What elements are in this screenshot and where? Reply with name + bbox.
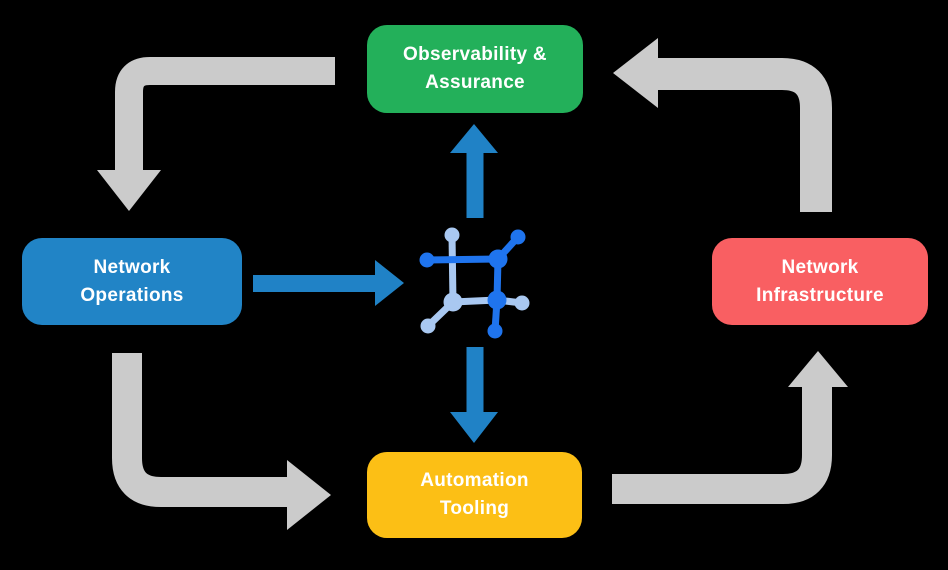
arrow-head bbox=[450, 124, 498, 153]
arrow-shaft bbox=[115, 57, 335, 172]
arrow-center-to-automation bbox=[450, 347, 498, 443]
node-label-line: Automation bbox=[420, 470, 529, 492]
node-label-line: Observability & bbox=[403, 44, 547, 66]
arrow-center-to-observability bbox=[450, 124, 498, 218]
arrow-head bbox=[375, 260, 404, 306]
icon-node bbox=[488, 249, 508, 269]
arrow-operations-to-automation bbox=[112, 353, 331, 530]
icon-node bbox=[420, 318, 436, 334]
arrow-shaft bbox=[657, 58, 832, 212]
arrow-observability-to-operations bbox=[97, 57, 335, 211]
arrow-shaft bbox=[112, 353, 288, 507]
node-label-line: Infrastructure bbox=[756, 284, 884, 306]
node-automation-tooling: Automation Tooling bbox=[367, 452, 582, 538]
network-mesh-icon bbox=[419, 227, 530, 339]
icon-node bbox=[514, 295, 530, 311]
arrow-head bbox=[613, 38, 658, 108]
arrow-head bbox=[97, 170, 161, 211]
arrow-infrastructure-to-observability bbox=[613, 38, 832, 212]
node-network-infrastructure: Network Infrastructure bbox=[712, 238, 928, 325]
icon-line bbox=[426, 255, 499, 264]
icon-line bbox=[448, 234, 457, 303]
node-label-line: Assurance bbox=[425, 72, 525, 93]
arrow-shaft bbox=[612, 386, 832, 504]
node-label-line: Network bbox=[781, 256, 859, 278]
icon-node bbox=[487, 323, 503, 339]
icon-node bbox=[510, 229, 526, 245]
icon-node bbox=[444, 227, 460, 243]
arrow-automation-to-infrastructure bbox=[612, 351, 848, 504]
node-label-line: Tooling bbox=[439, 498, 510, 519]
arrow-head bbox=[450, 412, 498, 443]
icon-node bbox=[419, 252, 435, 268]
node-label-line: Network bbox=[93, 256, 171, 278]
node-label-line: Operations bbox=[80, 284, 184, 306]
arrow-head bbox=[287, 460, 331, 530]
node-network-operations: Network Operations bbox=[22, 238, 242, 325]
icon-node bbox=[443, 292, 463, 312]
node-observability-assurance: Observability & Assurance bbox=[367, 25, 583, 113]
arrow-operations-to-center bbox=[253, 260, 404, 306]
icon-node bbox=[487, 290, 507, 310]
arrow-head bbox=[788, 351, 848, 387]
